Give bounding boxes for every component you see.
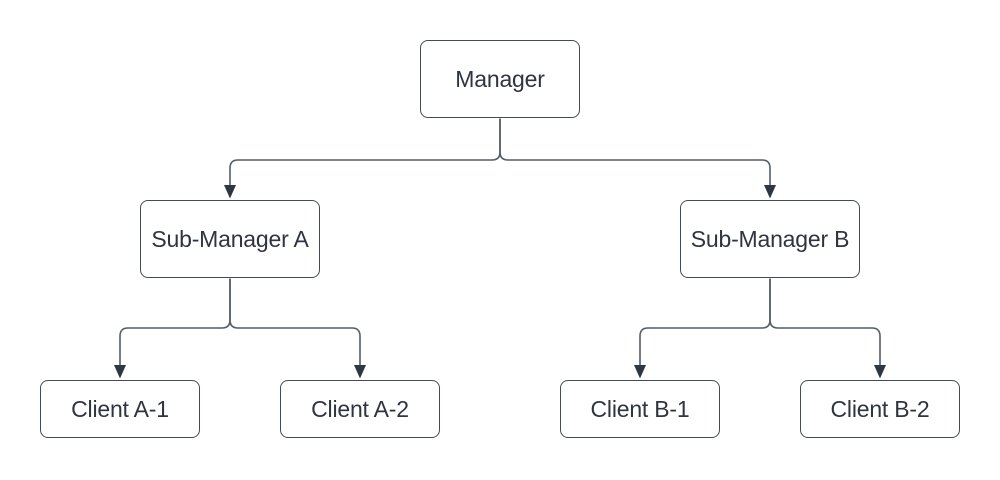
node-client-a1-label: Client A-1 bbox=[71, 395, 169, 422]
edge-sub-a-client-a2 bbox=[229, 278, 361, 366]
edge-arrowhead-icon bbox=[874, 365, 886, 379]
edge-sub-b-client-b1 bbox=[639, 278, 771, 366]
node-manager[interactable]: Manager bbox=[420, 40, 580, 118]
edge-arrowhead-icon bbox=[354, 365, 366, 379]
node-client-a1[interactable]: Client A-1 bbox=[40, 380, 200, 438]
edge-sub-a-client-a1 bbox=[119, 278, 231, 366]
node-client-b1-label: Client B-1 bbox=[590, 395, 690, 422]
node-client-a2-label: Client A-2 bbox=[311, 395, 409, 422]
edge-manager-sub-b bbox=[499, 118, 771, 186]
node-sub-manager-b-label: Sub-Manager B bbox=[690, 225, 850, 252]
node-client-b1[interactable]: Client B-1 bbox=[560, 380, 720, 438]
node-sub-manager-b[interactable]: Sub-Manager B bbox=[680, 200, 860, 278]
edge-manager-sub-a bbox=[229, 118, 501, 186]
edge-arrowhead-icon bbox=[764, 185, 776, 199]
node-client-a2[interactable]: Client A-2 bbox=[280, 380, 440, 438]
node-sub-manager-a[interactable]: Sub-Manager A bbox=[140, 200, 320, 278]
node-client-b2-label: Client B-2 bbox=[830, 395, 930, 422]
edge-arrowhead-icon bbox=[114, 365, 126, 379]
edge-arrowhead-icon bbox=[224, 185, 236, 199]
node-sub-manager-a-label: Sub-Manager A bbox=[151, 225, 309, 252]
edge-arrowhead-icon bbox=[634, 365, 646, 379]
edge-sub-b-client-b2 bbox=[769, 278, 881, 366]
node-manager-label: Manager bbox=[455, 65, 545, 92]
node-client-b2[interactable]: Client B-2 bbox=[800, 380, 960, 438]
